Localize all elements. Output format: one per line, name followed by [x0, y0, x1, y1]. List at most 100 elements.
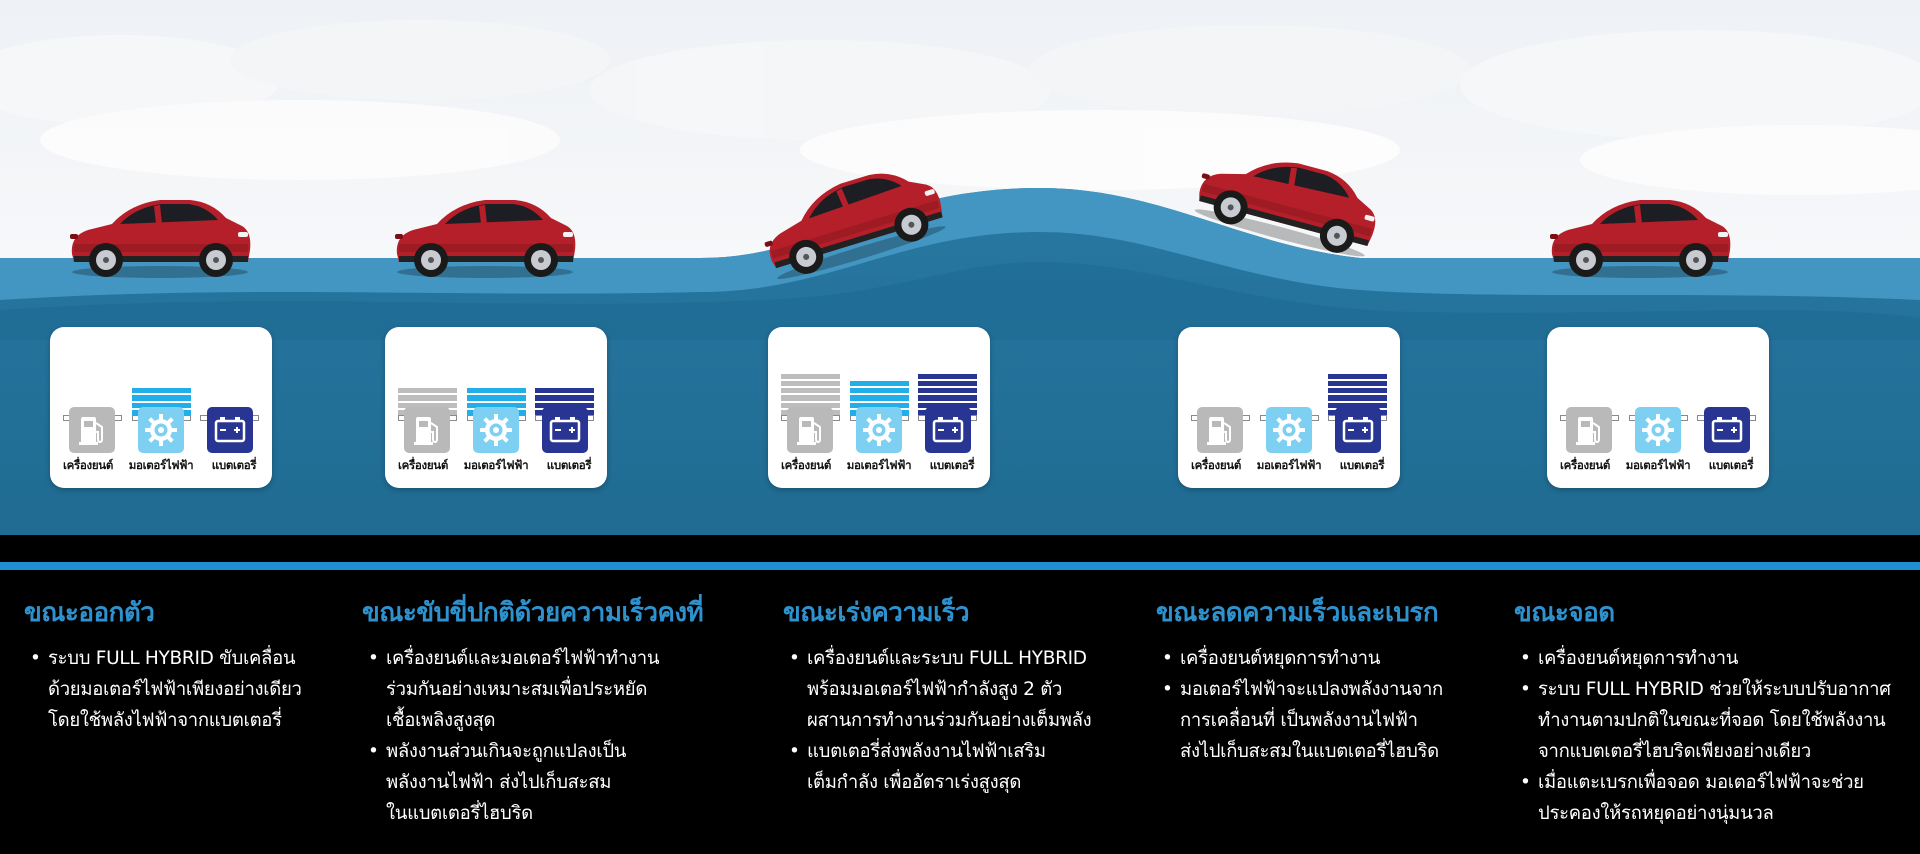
stage-bullet: เมื่อแตะเบรกเพื่อจอด มอเตอร์ไฟฟ้าจะช่วย …	[1514, 767, 1891, 829]
battery-level-segment	[1328, 388, 1387, 394]
source-labels: เครื่องยนต์ มอเตอร์ไฟฟ้า แบตเตอรี่	[52, 457, 270, 475]
battery-icon	[542, 407, 588, 453]
engine-level-segment	[398, 395, 457, 401]
stage-bullet: เครื่องยนต์และระบบ FULL HYBRID พร้อมมอเต…	[783, 643, 1092, 736]
battery-level-segment	[535, 395, 594, 401]
engine-level-segment	[781, 402, 840, 408]
motor-level-segment	[849, 381, 909, 387]
battery-icon	[1335, 407, 1381, 453]
gear-icon	[1266, 407, 1312, 453]
battery-icon	[1704, 407, 1750, 453]
engine-level-segment	[398, 388, 457, 394]
source-labels: เครื่องยนต์ มอเตอร์ไฟฟ้า แบตเตอรี่	[387, 457, 605, 475]
stage-bullets: เครื่องยนต์และมอเตอร์ไฟฟ้าทำงาน ร่วมกันอ…	[362, 643, 703, 829]
battery-level-segment	[918, 402, 977, 408]
battery-level-segment	[918, 395, 977, 401]
stage-description-4: ขณะลดความเร็วและเบรกเครื่องยนต์หยุดการทำ…	[1156, 592, 1443, 767]
energy-panel-4: เครื่องยนต์มอเตอร์ไฟฟ้าแบตเตอรี่	[1178, 327, 1400, 488]
car-1	[70, 200, 251, 278]
battery-level-segment	[1328, 381, 1387, 387]
battery-level-segment	[918, 388, 977, 394]
energy-panel-1: เครื่องยนต์ มอเตอร์ไฟฟ้า แบตเตอรี่	[50, 327, 272, 488]
engine-level-segment	[781, 373, 840, 380]
energy-panel-3: เครื่องยนต์มอเตอร์ไฟฟ้าแบตเตอรี่	[768, 327, 990, 488]
engine-level-segment	[781, 381, 840, 387]
motor-level-segment	[466, 402, 526, 408]
wave-dark-band	[0, 262, 1920, 340]
battery-level-segment	[918, 373, 977, 380]
source-icons	[1560, 407, 1756, 453]
stage-description-3: ขณะเร่งความเร็วเครื่องยนต์และระบบ FULL H…	[783, 592, 1092, 798]
gear-icon	[138, 407, 184, 453]
motor-level-segment	[849, 395, 909, 401]
battery-level-segment	[1328, 395, 1387, 401]
motor-label: มอเตอร์ไฟฟ้า	[128, 458, 194, 472]
motor-label: มอเตอร์ไฟฟ้า	[846, 458, 912, 472]
battery-level-segment	[1328, 402, 1387, 408]
stage-heading: ขณะจอด	[1514, 598, 1615, 628]
gear-icon	[1635, 407, 1681, 453]
battery-label: แบตเตอรี่	[929, 458, 975, 472]
battery-label: แบตเตอรี่	[546, 458, 592, 472]
engine-label: เครื่องยนต์	[1560, 458, 1610, 472]
stage-description-2: ขณะขับขี่ปกติด้วยความเร็วคงที่เครื่องยนต…	[362, 592, 704, 829]
stage-bullet: มอเตอร์ไฟฟ้าจะแปลงพลังงานจาก การเคลื่อนท…	[1156, 674, 1443, 767]
source-labels: เครื่องยนต์ มอเตอร์ไฟฟ้า แบตเตอรี่	[1549, 457, 1767, 475]
engine-label: เครื่องยนต์	[1191, 458, 1241, 472]
battery-icon	[925, 407, 971, 453]
battery-icon	[207, 407, 253, 453]
motor-label: มอเตอร์ไฟฟ้า	[1625, 458, 1691, 472]
fuel-pump-icon	[1566, 407, 1612, 453]
stage-description-1: ขณะออกตัวระบบ FULL HYBRID ขับเคลื่อน ด้ว…	[24, 592, 302, 736]
motor-level-segment	[466, 395, 526, 401]
battery-label: แบตเตอรี่	[211, 458, 257, 472]
stage-bullet: เครื่องยนต์หยุดการทำงาน	[1514, 643, 1891, 674]
car-5	[1550, 200, 1731, 278]
motor-level-segment	[849, 388, 909, 394]
stage-bullets: เครื่องยนต์หยุดการทำงานระบบ FULL HYBRID …	[1514, 643, 1891, 829]
stage-bullet: พลังงานส่วนเกินจะถูกแปลงเป็น พลังงานไฟฟ้…	[362, 736, 703, 829]
fuel-pump-icon	[69, 407, 115, 453]
battery-level-segment	[535, 388, 594, 394]
car-4	[1194, 162, 1376, 257]
engine-level-segment	[398, 402, 457, 408]
motor-level-segment	[131, 402, 191, 408]
stage-bullets: เครื่องยนต์หยุดการทำงานมอเตอร์ไฟฟ้าจะแปล…	[1156, 643, 1443, 767]
motor-label: มอเตอร์ไฟฟ้า	[1256, 458, 1322, 472]
battery-level-segment	[535, 402, 594, 408]
battery-label: แบตเตอรี่	[1708, 458, 1754, 472]
stage-heading: ขณะลดความเร็วและเบรก	[1156, 598, 1439, 628]
car-3	[764, 173, 946, 279]
source-icons	[63, 407, 259, 453]
stage-bullet: เครื่องยนต์หยุดการทำงาน	[1156, 643, 1443, 674]
stage-bullet: เครื่องยนต์และมอเตอร์ไฟฟ้าทำงาน ร่วมกันอ…	[362, 643, 703, 736]
source-icons	[781, 407, 977, 453]
divider-line	[0, 562, 1920, 570]
energy-panel-5: เครื่องยนต์ มอเตอร์ไฟฟ้า แบตเตอรี่	[1547, 327, 1769, 488]
stage-bullets: เครื่องยนต์และระบบ FULL HYBRID พร้อมมอเต…	[783, 643, 1092, 798]
energy-panel-2: เครื่องยนต์ มอเตอร์ไฟฟ้า แบตเตอรี่	[385, 327, 607, 488]
engine-label: เครื่องยนต์	[63, 458, 113, 472]
battery-level-segment	[918, 381, 977, 387]
source-labels: เครื่องยนต์มอเตอร์ไฟฟ้าแบตเตอรี่	[770, 457, 988, 475]
gear-icon	[856, 407, 902, 453]
fuel-pump-icon	[404, 407, 450, 453]
source-labels: เครื่องยนต์มอเตอร์ไฟฟ้าแบตเตอรี่	[1180, 457, 1398, 475]
fuel-pump-icon	[1197, 407, 1243, 453]
motor-label: มอเตอร์ไฟฟ้า	[463, 458, 529, 472]
engine-label: เครื่องยนต์	[398, 458, 448, 472]
car-2	[395, 200, 576, 278]
engine-level-segment	[781, 395, 840, 401]
source-icons	[1191, 407, 1387, 453]
stage-heading: ขณะขับขี่ปกติด้วยความเร็วคงที่	[362, 598, 704, 628]
motor-level-segment	[131, 395, 191, 401]
fuel-pump-icon	[787, 407, 833, 453]
stage-heading: ขณะออกตัว	[24, 598, 155, 628]
engine-level-segment	[781, 388, 840, 394]
motor-level-segment	[849, 402, 909, 408]
cars	[70, 162, 1731, 279]
stage-heading: ขณะเร่งความเร็ว	[783, 598, 970, 628]
stage-description-5: ขณะจอดเครื่องยนต์หยุดการทำงานระบบ FULL H…	[1514, 592, 1891, 829]
gear-icon	[473, 407, 519, 453]
